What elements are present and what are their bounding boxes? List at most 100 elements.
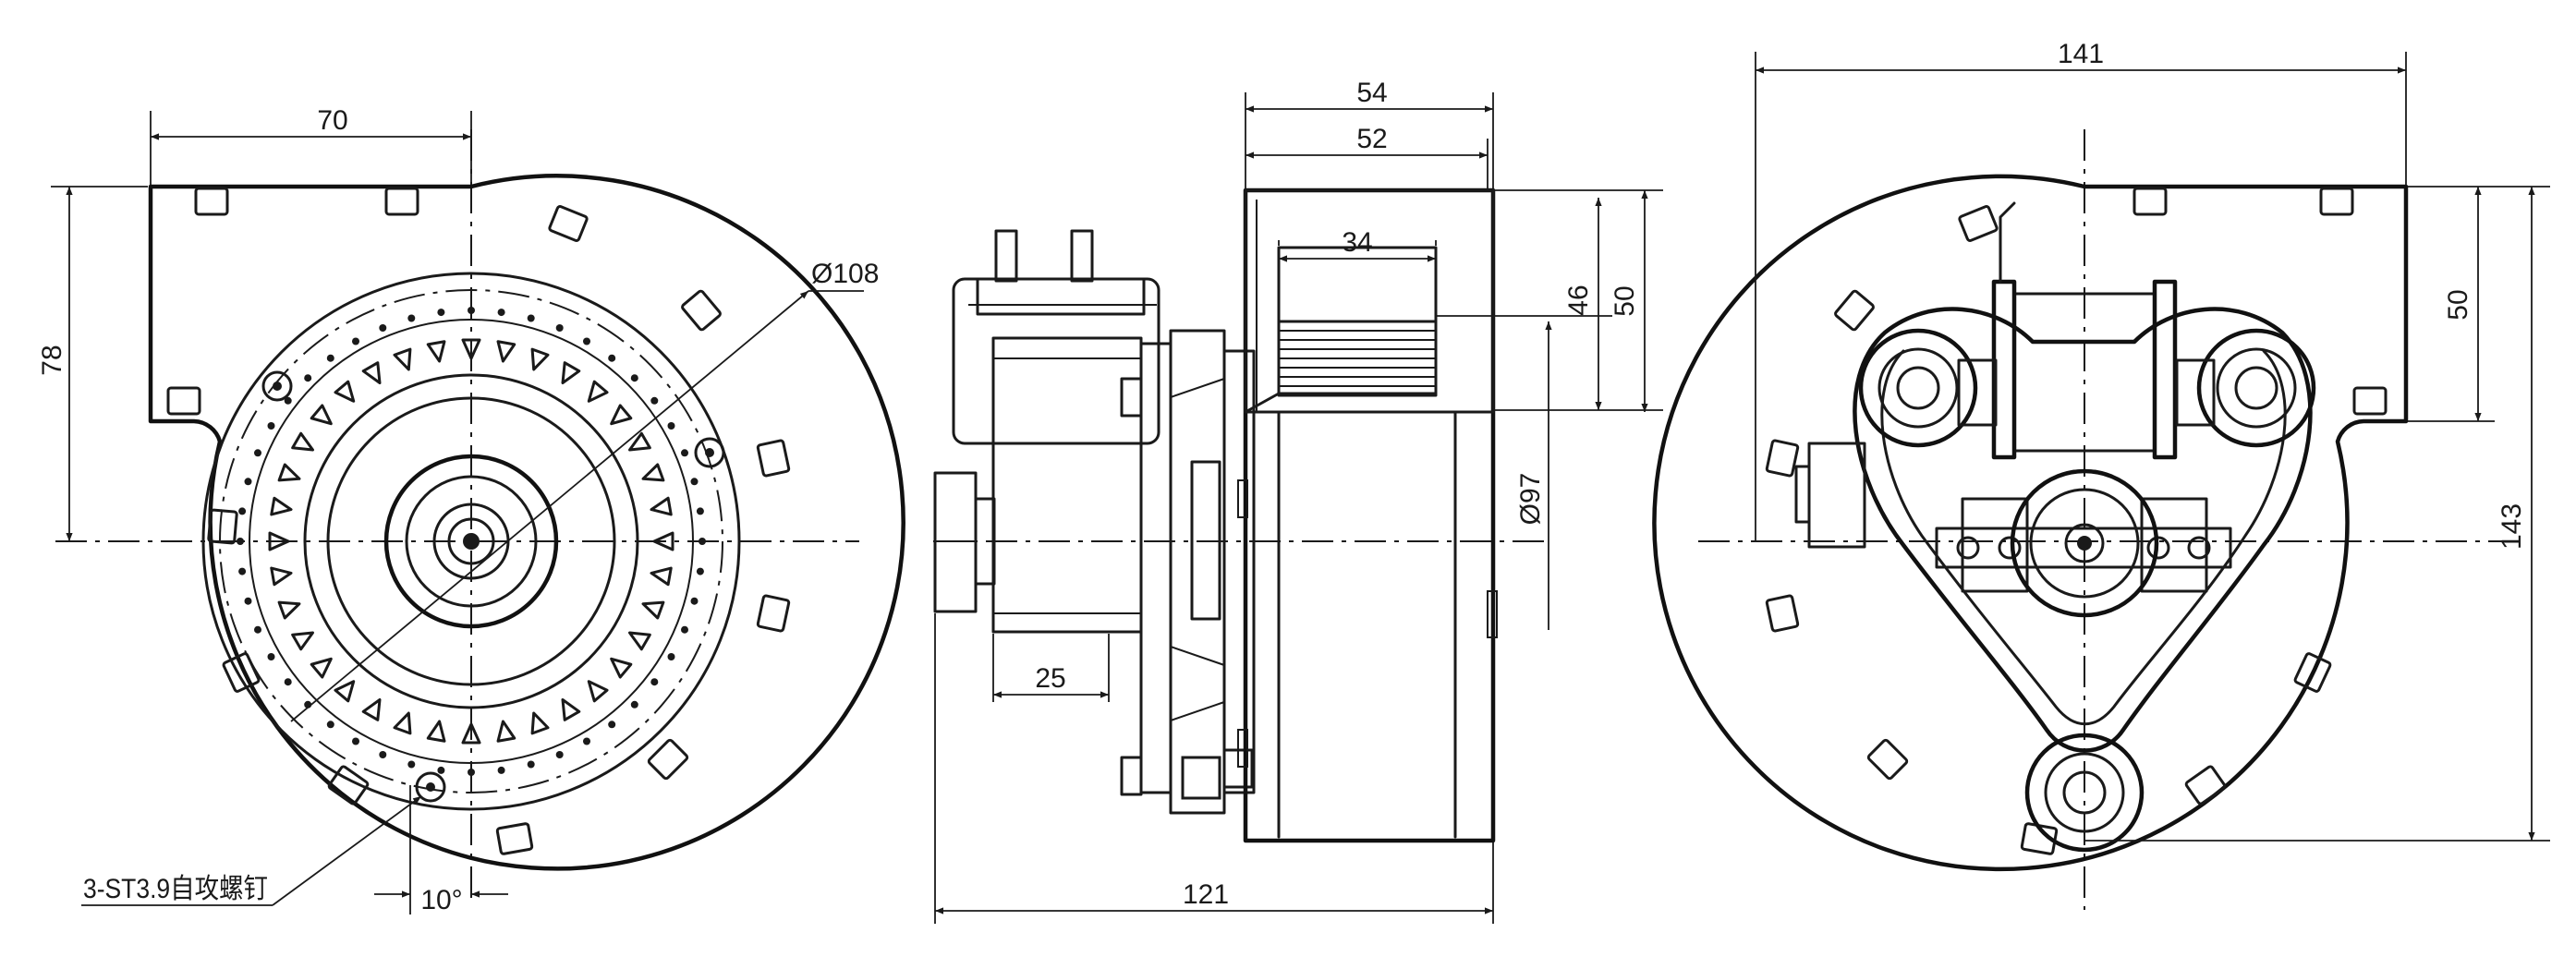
back-mount-boss-bottom xyxy=(2024,733,2145,853)
impeller-vane xyxy=(426,720,446,743)
impeller-vane xyxy=(461,722,481,745)
impeller-dot xyxy=(237,538,244,545)
dim-front-width-70: 70 xyxy=(317,105,347,136)
impeller-dot xyxy=(681,449,688,457)
impeller-dot xyxy=(583,337,590,345)
dim-side-width-52: 52 xyxy=(1356,124,1387,154)
impeller-dot xyxy=(497,309,505,317)
dim-back-height-143: 143 xyxy=(2497,503,2527,550)
impeller-dot xyxy=(407,760,416,769)
front-hub-ring xyxy=(326,396,616,686)
impeller-dot xyxy=(667,653,675,660)
side-impeller-vane-lines xyxy=(1279,330,1436,387)
impeller-vane xyxy=(610,657,633,679)
impeller-dot xyxy=(690,478,699,486)
back-housing-lugs xyxy=(1765,187,2388,855)
impeller-vane xyxy=(561,361,581,384)
impeller-vane xyxy=(393,347,412,371)
impeller-dot xyxy=(527,760,535,769)
front-hub xyxy=(383,454,559,629)
impeller-dot xyxy=(650,396,659,405)
impeller-dot xyxy=(555,324,564,332)
back-bearing-housing xyxy=(2010,468,2159,618)
back-motor-bracket xyxy=(1853,307,2313,753)
impeller-dot xyxy=(555,751,564,758)
dim-back-height-50: 50 xyxy=(2443,289,2473,320)
impeller-vane xyxy=(496,340,516,363)
impeller-vane xyxy=(291,431,314,452)
front-mount-screw-3 xyxy=(415,771,446,803)
dim-side-height-46: 46 xyxy=(1563,285,1594,315)
side-connector-block xyxy=(952,277,1160,445)
front-view: 70 78 Ø108 3-ST3.9自攻螺钉 10° xyxy=(37,105,905,915)
impeller-dot xyxy=(326,354,334,362)
impeller-dot xyxy=(352,737,359,745)
impeller-vane xyxy=(334,680,356,703)
front-mount-screw-1 xyxy=(261,370,293,402)
impeller-vane xyxy=(277,600,301,620)
impeller-dot xyxy=(267,422,275,430)
dim-side-diameter-97: Ø97 xyxy=(1515,473,1546,526)
back-mount-boss-right xyxy=(2196,328,2316,448)
impeller-vane xyxy=(310,657,333,679)
impeller-dot xyxy=(630,700,638,709)
impeller-vane xyxy=(277,463,301,482)
impeller-vane xyxy=(393,711,412,735)
back-mount-boss-left xyxy=(1858,328,1978,448)
impeller-vane xyxy=(361,361,382,384)
impeller-dot xyxy=(267,653,275,660)
impeller-dot xyxy=(650,678,659,686)
front-mount-screw-2 xyxy=(694,437,725,468)
impeller-dot xyxy=(352,337,359,345)
impeller-vane xyxy=(650,566,673,587)
impeller-vane xyxy=(530,347,550,371)
impeller-dot xyxy=(379,324,387,332)
impeller-dot xyxy=(667,422,675,430)
dim-back-width-141: 141 xyxy=(2058,39,2104,69)
impeller-dot xyxy=(379,751,387,758)
impeller-dot xyxy=(497,766,505,774)
dim-front-diameter-108: Ø108 xyxy=(811,259,879,289)
impeller-dot xyxy=(254,449,261,457)
impeller-dot xyxy=(254,625,261,634)
dim-side-height-50: 50 xyxy=(1610,285,1640,316)
impeller-vane xyxy=(270,496,293,516)
impeller-vane xyxy=(628,431,651,452)
impeller-vane xyxy=(461,338,481,360)
dim-side-width-25: 25 xyxy=(1035,663,1065,694)
dim-angle-10: 10° xyxy=(420,885,462,915)
impeller-dot xyxy=(681,625,688,634)
impeller-vane xyxy=(496,720,516,743)
front-impeller-dots xyxy=(237,307,706,776)
impeller-dot xyxy=(304,374,312,382)
impeller-vane xyxy=(587,680,609,703)
impeller-dot xyxy=(238,567,247,575)
dim-side-width-54: 54 xyxy=(1356,78,1387,108)
impeller-vane xyxy=(610,404,633,426)
impeller-dot xyxy=(238,507,247,515)
impeller-vane xyxy=(310,404,333,426)
dim-front-height-78: 78 xyxy=(37,345,67,375)
impeller-vane xyxy=(641,463,665,482)
impeller-vane xyxy=(361,698,382,721)
impeller-vane xyxy=(268,531,290,551)
impeller-dot xyxy=(608,354,616,362)
impeller-dot xyxy=(468,769,475,776)
impeller-dot xyxy=(583,737,590,745)
impeller-dot xyxy=(690,597,699,605)
front-impeller-outer xyxy=(249,319,694,764)
impeller-dot xyxy=(326,721,334,729)
impeller-vane xyxy=(641,600,665,620)
front-shaft xyxy=(463,533,480,550)
side-stator-coil xyxy=(991,336,1143,634)
screw-note: 3-ST3.9自攻螺钉 xyxy=(83,874,268,904)
impeller-vane xyxy=(270,566,293,587)
impeller-vane xyxy=(291,631,314,651)
impeller-vane xyxy=(426,340,446,363)
back-terminal-strip xyxy=(1935,527,2232,569)
impeller-vane xyxy=(561,698,581,721)
impeller-dot xyxy=(468,307,475,314)
front-impeller-vanes xyxy=(268,338,674,745)
back-shaft xyxy=(2077,536,2092,551)
